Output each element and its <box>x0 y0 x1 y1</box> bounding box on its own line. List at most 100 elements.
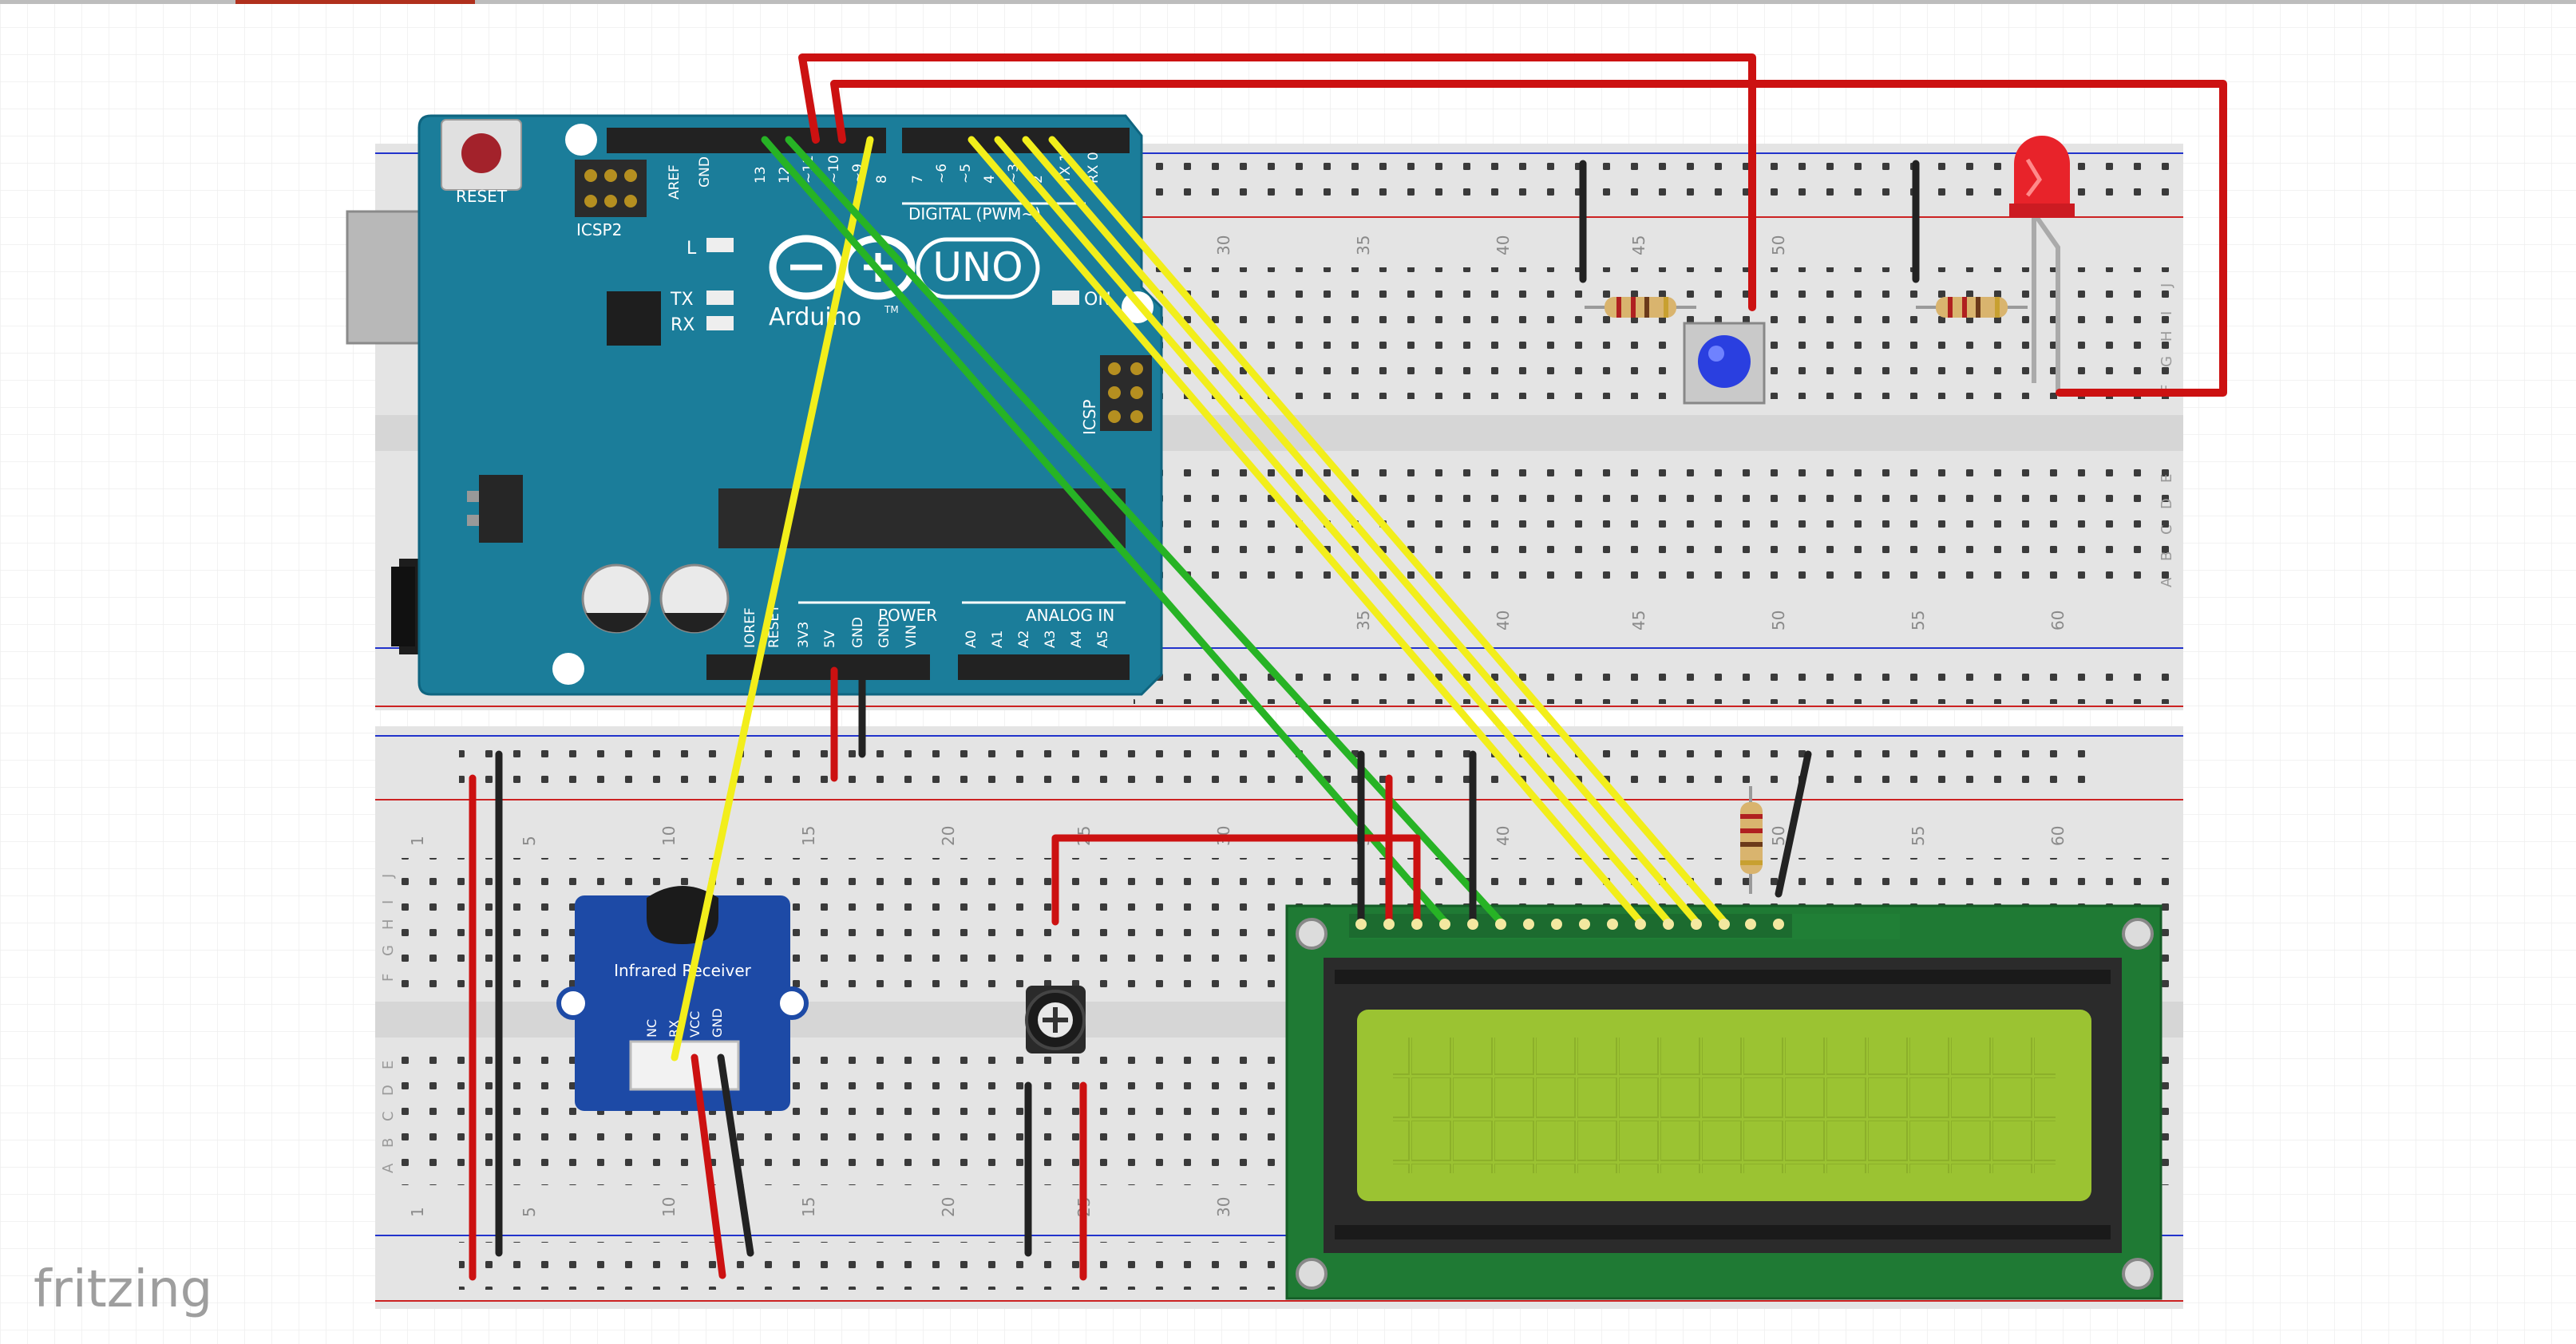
digital-header-right <box>902 128 1130 153</box>
row-letter: B <box>2159 551 2175 561</box>
ir-receiver-module[interactable]: Infrared Receiver NC RX VCC GND <box>556 886 809 1111</box>
row-letter: B <box>380 1138 397 1148</box>
atmega-chip <box>718 488 1126 548</box>
ir-module-label: Infrared Receiver <box>614 961 752 980</box>
wire-red <box>1051 834 1421 926</box>
arduino-uno-board[interactable]: RESET ICSP2 AREF GND 13 12 ~11 ~10 ~9 8 … <box>346 114 1163 696</box>
push-button[interactable] <box>1683 322 1766 405</box>
wires[interactable] <box>469 53 2227 1281</box>
pin-label-aref: AREF <box>667 164 683 200</box>
pin-label: 2 <box>1030 175 1046 184</box>
bb-num: 20 <box>939 826 958 846</box>
row-letter: F <box>2159 385 2175 393</box>
led-rx-label: RX <box>671 315 694 335</box>
pin-label: VIN <box>904 625 920 648</box>
led-on <box>1052 291 1079 305</box>
row-letter: E <box>380 1061 397 1069</box>
row-letter: C <box>380 1111 397 1121</box>
bb-num: 15 <box>799 1197 818 1217</box>
bb-num: 1 <box>408 1207 427 1217</box>
pin-label: IOREF <box>742 607 758 648</box>
fritzing-logo: fritzing <box>34 1260 212 1319</box>
wire-red <box>830 80 2227 397</box>
row-letter: A <box>380 1163 397 1173</box>
wire-yellow <box>1048 136 1728 926</box>
led-tx-label: TX <box>670 290 694 310</box>
resistor[interactable] <box>1740 786 1763 894</box>
analog-header <box>958 654 1130 680</box>
row-letter: H <box>2159 330 2175 342</box>
icsp2-header <box>575 160 647 217</box>
upper-breadboard-numbers: 30 35 40 45 50 35 40 45 50 55 60 <box>1214 235 2068 630</box>
row-letter: J <box>2159 283 2175 288</box>
pin-label: 4 <box>982 175 998 184</box>
bb-num: 20 <box>939 1197 958 1217</box>
pin-label: 8 <box>874 175 890 184</box>
red-led[interactable] <box>2009 136 2075 391</box>
crystal-chip <box>607 291 661 346</box>
potentiometer[interactable] <box>1025 986 1086 1053</box>
pin-label: ~3 <box>1006 164 1022 184</box>
led-l <box>706 238 734 252</box>
bb-num: 50 <box>1769 235 1788 255</box>
led-l-label: L <box>687 239 697 259</box>
pin-label: ~10 <box>826 155 842 184</box>
row-letter: E <box>2159 474 2175 483</box>
bb-num: 40 <box>1494 235 1513 255</box>
resistor[interactable] <box>1916 297 2028 318</box>
bb-num: 55 <box>1909 826 1928 846</box>
led-rx <box>706 316 734 330</box>
bb-num: 40 <box>1494 826 1513 846</box>
logo-text: Arduino <box>769 303 861 331</box>
bb-num: 60 <box>2048 611 2068 630</box>
pin-label: A3 <box>1043 630 1058 648</box>
power-analog-pin-labels: IOREF RESET 3V3 5V GND GND VIN A0 A1 A2 … <box>742 604 1111 648</box>
wire-yellow <box>994 136 1672 926</box>
bb-num: 15 <box>799 826 818 846</box>
voltage-regulator <box>479 475 523 543</box>
lcd-pin-dots <box>1355 919 1784 930</box>
bb-num: 45 <box>1629 611 1648 630</box>
bb-num: 10 <box>659 826 679 846</box>
lower-row-letters-left: J I H G F E D C B A <box>380 874 397 1173</box>
row-letter: G <box>2159 356 2175 367</box>
resistor[interactable] <box>1585 297 1696 318</box>
bb-num: 55 <box>1909 611 1928 630</box>
lcd-16x2-display[interactable] <box>1285 904 2162 1300</box>
bb-num: 35 <box>1354 611 1373 630</box>
bb-num: 5 <box>520 1207 539 1217</box>
row-letter: F <box>380 974 397 982</box>
row-letter: A <box>2159 577 2175 587</box>
trademark-text: TM <box>884 304 899 315</box>
wire-yellow <box>1022 136 1700 926</box>
bb-num: 45 <box>1629 235 1648 255</box>
analog-label: ANALOG IN <box>1026 606 1114 625</box>
bb-num: 5 <box>520 836 539 846</box>
row-letter: G <box>380 945 397 956</box>
pin-label: GND <box>876 617 892 648</box>
wire-green <box>785 136 1505 926</box>
pin-label: 7 <box>910 175 926 184</box>
wire-yellow <box>967 136 1644 926</box>
status-leds: L TX RX ON <box>670 238 1111 335</box>
pin-label-gnd: GND <box>697 156 713 188</box>
row-letter: I <box>2159 311 2175 315</box>
pin-label: ~5 <box>958 164 974 184</box>
model-text: UNO <box>932 244 1023 291</box>
pin-label: GND <box>710 1008 725 1038</box>
active-tab-indicator[interactable] <box>235 0 475 4</box>
bb-num: 50 <box>1769 611 1788 630</box>
pin-label: A0 <box>964 630 979 648</box>
row-letter: H <box>380 919 397 930</box>
bb-num: 60 <box>2048 826 2068 846</box>
bb-num: 40 <box>1494 611 1513 630</box>
wire-yellow <box>671 136 874 1061</box>
bb-num: 50 <box>1769 826 1788 846</box>
upper-breadboard <box>375 144 2183 710</box>
row-letter: J <box>380 874 397 879</box>
reset-button-cap <box>461 133 501 173</box>
mounting-hole <box>552 653 584 685</box>
pin-label: 13 <box>753 166 769 184</box>
pin-label: 5V <box>822 630 838 648</box>
